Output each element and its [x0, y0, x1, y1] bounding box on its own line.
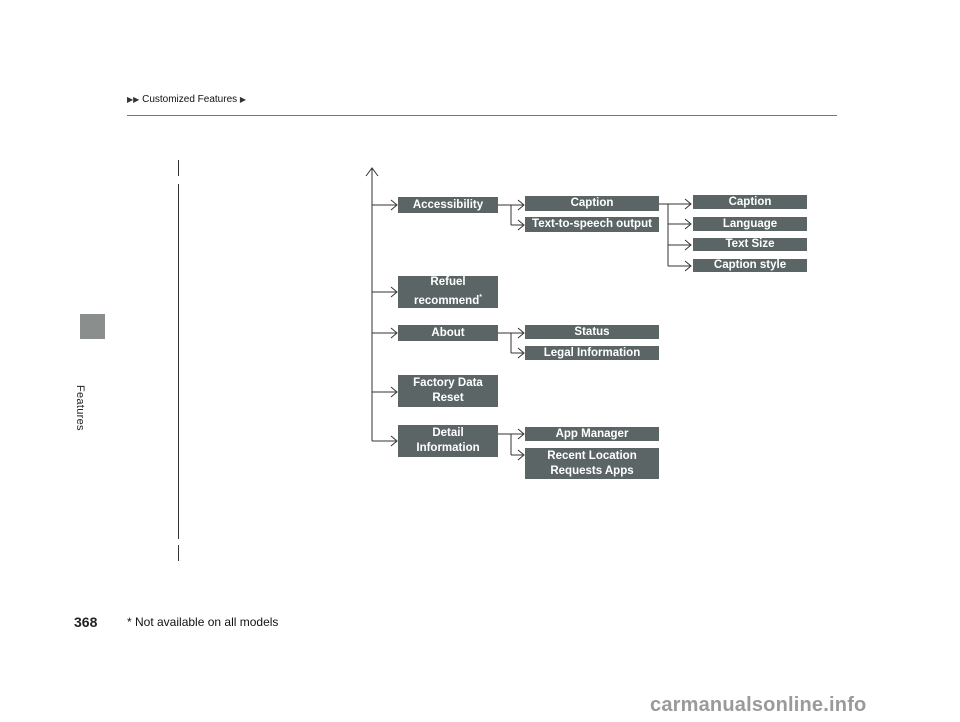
- breadcrumb: ▶▶ Customized Features ▶: [127, 94, 246, 105]
- node-label-line1: Detail: [432, 427, 464, 439]
- menu-node-text-to-speech-output: Text-to-speech output: [525, 217, 659, 232]
- node-label-line2: Reset: [432, 392, 464, 404]
- node-label-line2: Requests Apps: [550, 464, 634, 477]
- menu-node-status: Status: [525, 325, 659, 339]
- menu-node-about: About: [398, 325, 498, 341]
- arrow-right-icon: ▶: [239, 95, 247, 104]
- node-label-line1: Recent Location: [547, 449, 637, 462]
- node-label-line2: recommend*: [414, 294, 482, 307]
- node-label: Caption style: [713, 259, 787, 271]
- menu-node-refuel-recommend: Refuel recommend*: [398, 276, 498, 308]
- node-label: Accessibility: [412, 198, 484, 211]
- menu-node-legal-information: Legal Information: [525, 346, 659, 360]
- footnote: * Not available on all models: [127, 615, 279, 629]
- node-label: Status: [574, 325, 610, 338]
- menu-node-caption: Caption: [525, 196, 659, 211]
- menu-node-caption-style: Caption style: [693, 259, 807, 272]
- left-rule-bottom: [178, 545, 179, 561]
- node-label-line1: Factory Data: [413, 377, 483, 389]
- breadcrumb-section: Customized Features: [142, 94, 238, 105]
- section-tab-marker: [80, 314, 105, 339]
- node-label-line2: Information: [416, 442, 480, 454]
- menu-node-detail-information: Detail Information: [398, 425, 498, 457]
- node-label: About: [431, 326, 465, 339]
- footnote-mark: *: [479, 294, 482, 302]
- left-rule-top: [178, 160, 179, 176]
- node-label-line1: Refuel: [430, 276, 466, 289]
- node-label: Text-to-speech output: [532, 218, 652, 230]
- left-rule: [178, 184, 179, 539]
- menu-node-text-size: Text Size: [693, 238, 807, 251]
- menu-node-recent-location-requests-apps: Recent Location Requests Apps: [525, 448, 659, 479]
- page-number: 368: [74, 614, 98, 630]
- node-label: Legal Information: [543, 346, 641, 359]
- menu-node-caption-sub: Caption: [693, 195, 807, 209]
- node-label: Caption: [728, 195, 772, 208]
- menu-node-language: Language: [693, 217, 807, 231]
- watermark: carmanualsonline.info: [650, 694, 867, 716]
- node-label: Text Size: [725, 238, 775, 250]
- node-label: App Manager: [555, 427, 629, 440]
- arrow-right-icon: ▶▶: [127, 95, 140, 104]
- menu-node-app-manager: App Manager: [525, 427, 659, 441]
- header-divider: [127, 115, 837, 116]
- menu-node-factory-data-reset: Factory Data Reset: [398, 375, 498, 407]
- node-label: Language: [722, 217, 778, 230]
- menu-node-accessibility: Accessibility: [398, 197, 498, 213]
- node-label: Caption: [570, 197, 614, 209]
